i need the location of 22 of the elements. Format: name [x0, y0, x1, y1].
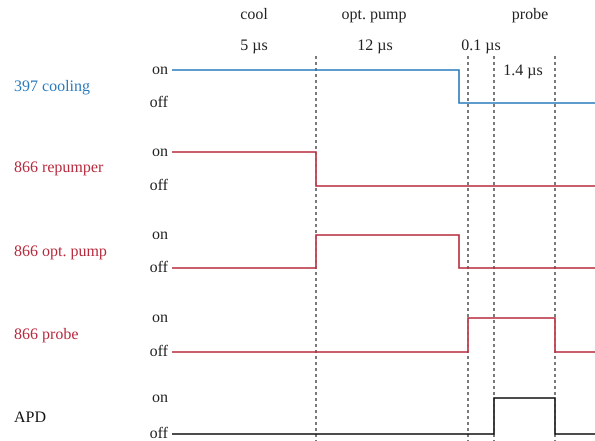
- duration-label: 0.1 µs: [461, 37, 501, 55]
- signal-name: APD: [14, 409, 46, 427]
- state-label: on: [152, 143, 168, 161]
- phase-label: cool: [240, 6, 268, 24]
- state-label: off: [150, 94, 168, 112]
- signal-name: 397 cooling: [14, 78, 90, 96]
- phase-label: opt. pump: [342, 6, 406, 24]
- state-label: on: [152, 226, 168, 244]
- duration-label: 5 µs: [240, 37, 268, 55]
- state-label: on: [152, 61, 168, 79]
- state-label: off: [150, 425, 168, 441]
- signal-name: 866 opt. pump: [14, 243, 107, 261]
- phase-label: probe: [512, 6, 548, 24]
- state-label: off: [150, 259, 168, 277]
- duration-label: 1.4 µs: [503, 62, 543, 80]
- state-label: off: [150, 177, 168, 195]
- state-label: on: [152, 389, 168, 407]
- signal-name: 866 probe: [14, 326, 78, 344]
- duration-label: 12 µs: [357, 37, 393, 55]
- state-label: off: [150, 343, 168, 361]
- state-label: on: [152, 309, 168, 327]
- signal-name: 866 repumper: [14, 159, 104, 177]
